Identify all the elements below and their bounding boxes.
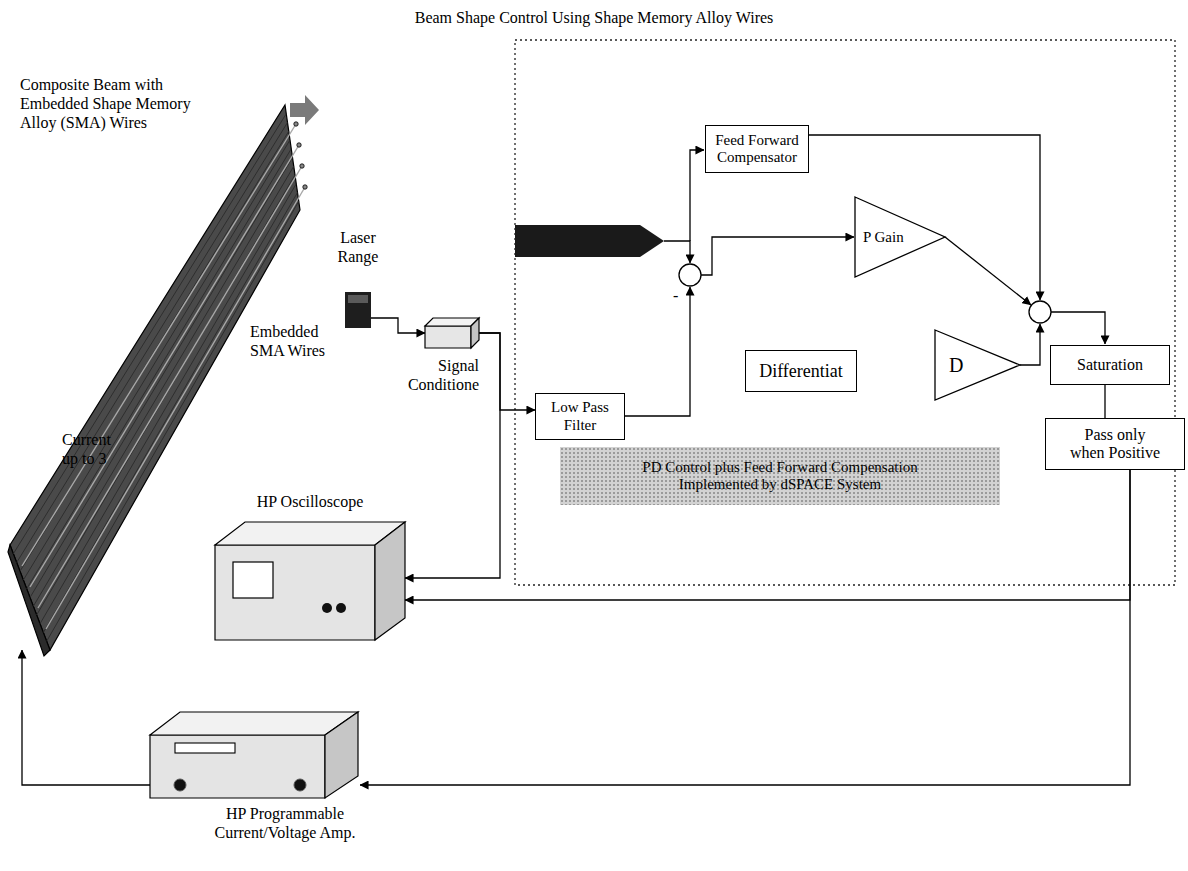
sign-label: - xyxy=(673,286,685,305)
summing-junction xyxy=(679,264,701,286)
saturation-box: Saturation xyxy=(1050,345,1170,385)
scope-side xyxy=(375,522,405,640)
signal-connector xyxy=(22,650,150,785)
positive-pass-box: Pass only when Positive xyxy=(1045,418,1185,470)
amp-display xyxy=(175,743,235,753)
signal-wire xyxy=(664,241,690,263)
node-label: Signal Conditione xyxy=(385,356,479,394)
signal-connector xyxy=(371,318,425,333)
current-label: Current up to 3 xyxy=(62,430,126,468)
beam-texture xyxy=(13,114,286,554)
node-label: Embedded SMA Wires xyxy=(250,322,345,360)
amp-terminal xyxy=(294,779,306,791)
beam-texture xyxy=(17,123,288,563)
signal-wire xyxy=(625,287,690,416)
dspace-region xyxy=(515,40,1175,585)
beam-end xyxy=(8,545,50,656)
d-gain-triangle: D xyxy=(935,330,1020,400)
sma-wire xyxy=(46,187,305,629)
signal-wire xyxy=(805,135,1040,300)
sma-wire-terminal xyxy=(297,143,301,147)
amp-front xyxy=(150,735,325,798)
scope-front xyxy=(215,545,375,640)
current-amplifier: HP Programmable Current/Voltage Amp. xyxy=(150,710,360,800)
beam-texture xyxy=(23,140,290,580)
node-label: Composite Beam with Embedded Shape Memor… xyxy=(20,75,198,133)
signal-wire xyxy=(945,237,1031,305)
signal-connector xyxy=(360,470,1130,785)
node-label: Pass only when Positive xyxy=(1067,426,1163,463)
scope-top xyxy=(215,522,405,545)
amp-side xyxy=(325,712,358,798)
node-label: Low Pass Filter xyxy=(545,399,615,434)
signal-wire xyxy=(701,237,854,275)
node-label: Saturation xyxy=(1077,356,1143,374)
low-pass-filter-box: Low Pass Filter xyxy=(535,393,625,440)
scope-input xyxy=(322,603,332,613)
feed-forward-box: Feed Forward Compensator xyxy=(705,125,809,173)
scope-screen xyxy=(233,562,273,598)
dspace-band: PD Control plus Feed Forward Compensatio… xyxy=(560,447,1000,505)
node-label: P Gain xyxy=(863,229,904,246)
node-label: D xyxy=(949,354,963,376)
differentiator-box: Differentiat xyxy=(745,350,857,392)
signal-wire xyxy=(1051,312,1105,344)
p-gain-triangle: P Gain xyxy=(855,197,945,277)
node-label: HP Programmable Current/Voltage Amp. xyxy=(205,804,365,842)
diagram-title: Beam Shape Control Using Shape Memory Al… xyxy=(0,8,1188,27)
amp-top xyxy=(150,712,358,735)
d-gain-triangle-figure xyxy=(935,330,1020,400)
laser-range-sensor-figure xyxy=(345,292,371,328)
signal-wire xyxy=(1020,324,1040,365)
laser-range-sensor: Laser Range xyxy=(345,292,371,328)
beam-texture xyxy=(43,193,297,633)
conditioner-top xyxy=(425,318,479,326)
node-label: Feed Forward Compensator xyxy=(711,132,803,167)
laser-window xyxy=(348,295,368,303)
gain-triangle-outline xyxy=(855,197,945,277)
signal-conditioner: Signal Conditione xyxy=(425,318,479,348)
sma-wire-terminal xyxy=(294,122,298,126)
summing-junction xyxy=(1029,301,1051,323)
node-label: PD Control plus Feed Forward Compensatio… xyxy=(615,459,945,494)
node-label: HP Oscilloscope xyxy=(245,492,375,511)
conditioner-side xyxy=(471,318,479,348)
scope-input xyxy=(336,603,346,613)
gain-triangle-outline xyxy=(935,330,1020,400)
node-label: Laser Range xyxy=(333,228,383,266)
node-label: Differentiat xyxy=(759,361,843,382)
current-amplifier-figure xyxy=(150,710,360,800)
oscilloscope-figure xyxy=(215,520,405,645)
beam-texture xyxy=(47,201,299,641)
sma-wire-terminal xyxy=(303,185,307,189)
signal-connector xyxy=(1104,385,1105,418)
laser-body xyxy=(345,292,371,328)
oscilloscope: HP Oscilloscope xyxy=(215,520,405,645)
signal-wire xyxy=(690,150,704,241)
direction-arrow xyxy=(290,95,319,125)
signal-connector xyxy=(479,333,535,410)
amp-terminal xyxy=(174,779,186,791)
sma-wire xyxy=(30,145,299,587)
conditioner-front xyxy=(425,326,471,348)
sma-wire-terminal xyxy=(300,164,304,168)
beam-body xyxy=(10,105,300,650)
signal-conditioner-figure xyxy=(425,318,479,348)
reference-signal-block xyxy=(515,225,664,257)
